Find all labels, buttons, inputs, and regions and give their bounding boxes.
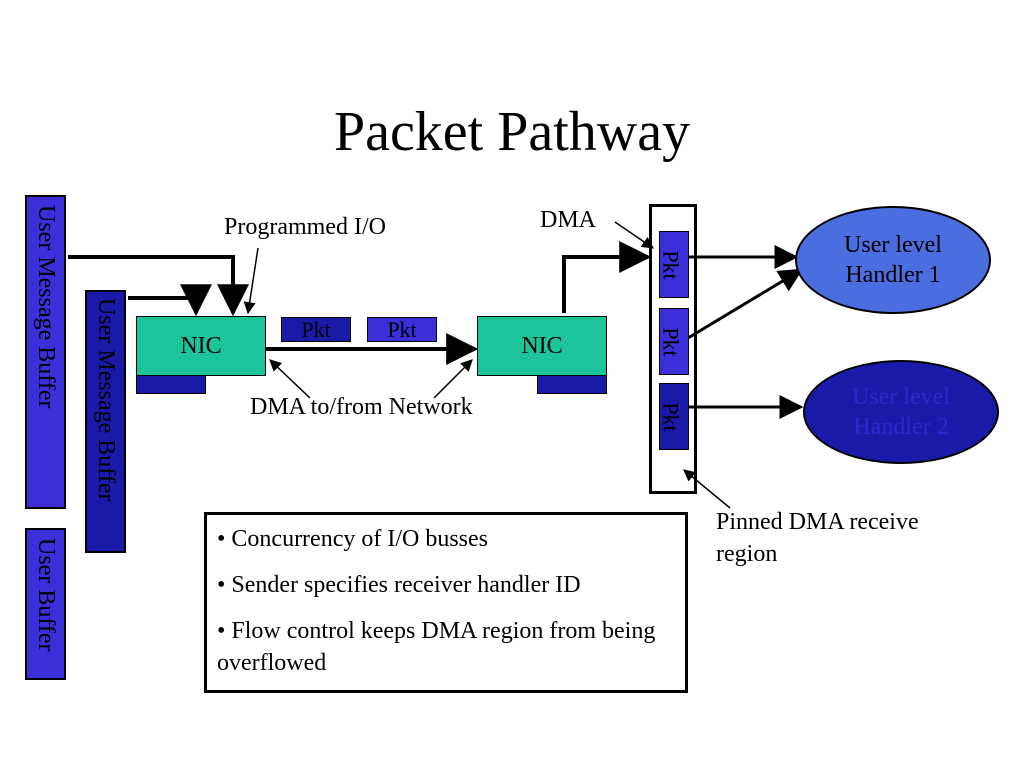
bullet-item: • Flow control keeps DMA region from bei…: [217, 618, 656, 676]
handler-2-line1: User level: [852, 384, 950, 410]
pkt-wire-1: Pkt: [281, 317, 351, 342]
pinned-region-pointer: [683, 469, 731, 509]
dma-network-label: DMA to/from Network: [250, 394, 473, 420]
pinned-dma-region: [649, 204, 697, 494]
pkt-region-1: Pkt: [659, 231, 689, 298]
user-message-buffer-inner-label: User Message Buffer: [93, 298, 119, 502]
pkt-region-2-label: Pkt: [658, 327, 684, 357]
nic-right-base: [537, 374, 607, 394]
pkt-region-2: Pkt: [659, 308, 689, 375]
bullet-item: • Concurrency of I/O busses: [217, 526, 489, 552]
pkt-region-3: Pkt: [659, 383, 689, 450]
handler-2-line2: Handler 2: [853, 414, 949, 440]
pinned-region-label-line1: Pinned DMA receive: [716, 509, 919, 535]
programmed-io-pointer: [243, 247, 259, 315]
pinned-region-label: Pinned DMA receive region: [716, 506, 919, 570]
user-buffer-label: User Buffer: [33, 538, 59, 652]
nic-left-base: [136, 374, 206, 394]
nic-right: NIC: [477, 316, 607, 376]
dma-network-pointer-left: [269, 359, 311, 399]
bullet-box: • Concurrency of I/O busses • Sender spe…: [204, 512, 688, 693]
slide-title: Packet Pathway: [333, 101, 691, 163]
handler-1-line2: Handler 1: [845, 262, 941, 288]
handler-1-line1: User level: [844, 232, 942, 258]
pkt-wire-2: Pkt: [367, 317, 437, 342]
nic-to-region-line: [562, 241, 652, 313]
pinned-region-label-line2: region: [716, 541, 778, 567]
bullet-item: • Sender specifies receiver handler ID: [217, 572, 581, 598]
user-buffer: User Buffer: [25, 528, 66, 680]
user-message-buffer-outer: User Message Buffer: [25, 195, 66, 509]
user-message-buffer-inner: User Message Buffer: [85, 290, 126, 553]
pkt-region-1-label: Pkt: [658, 250, 684, 280]
dma-network-pointer-right: [433, 359, 473, 399]
inner-buffer-to-nic-line: [128, 284, 212, 317]
programmed-io-label: Programmed I/O: [224, 214, 386, 240]
nic-left: NIC: [136, 316, 266, 376]
handler-2: User level Handler 2: [803, 360, 999, 464]
dma-label: DMA: [540, 207, 597, 233]
outer-buffer-to-nic-line: [68, 255, 249, 317]
pkt-region-3-label: Pkt: [658, 402, 684, 432]
handler-1: User level Handler 1: [795, 206, 991, 314]
pkt2-to-handler1-line: [687, 268, 804, 340]
user-message-buffer-outer-label: User Message Buffer: [33, 205, 59, 409]
dma-pointer: [614, 221, 654, 249]
